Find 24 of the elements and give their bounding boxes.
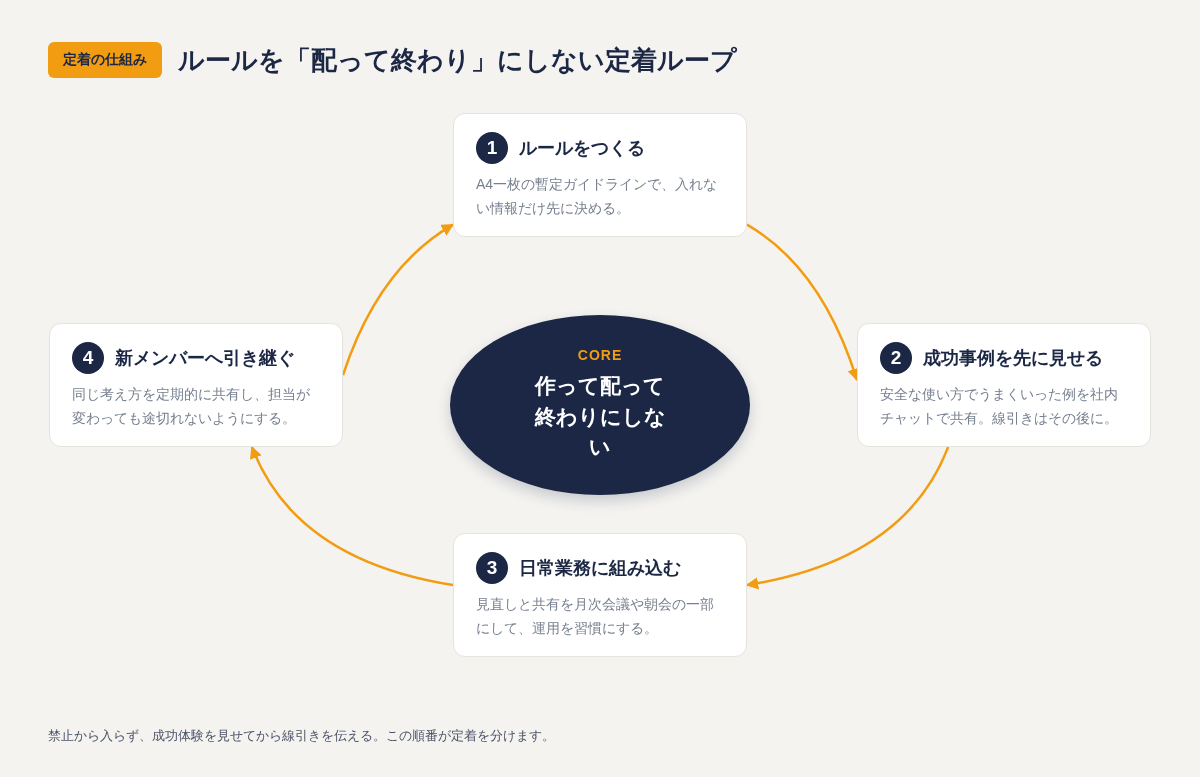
step-description: A4一枚の暫定ガイドラインで、入れない情報だけ先に決める。 (476, 175, 719, 218)
title: ルールを「配って終わり」にしない定着ループ (178, 43, 737, 77)
step-number: 1 (476, 132, 508, 164)
arrow (341, 223, 455, 376)
core-text: 作って配って終わりにしない (533, 373, 667, 461)
step-card (453, 533, 747, 657)
step-card (857, 323, 1151, 447)
step-description: 安全な使い方でうまくいった例を社内チャットで共有。線引きはその後に。 (880, 385, 1119, 428)
step-heading: 新メンバーへ引き継ぐ (115, 347, 295, 370)
step-heading: 成功事例を先に見せる (923, 347, 1103, 370)
core-tag: CORE (577, 347, 623, 364)
step-card (453, 113, 747, 237)
caption: 禁止から入らず、成功体験を見せてから線引きを伝える。この順番が定着を分けます。 (48, 727, 555, 745)
step-number: 3 (476, 552, 508, 584)
step-description: 同じ考え方を定期的に共有し、担当が変わっても途切れないようにする。 (72, 385, 311, 428)
step-number: 2 (880, 342, 912, 374)
arrow (250, 445, 454, 587)
step-description: 見直しと共有を月次会議や朝会の一部にして、運用を習慣にする。 (476, 595, 715, 638)
step-heading: 日常業務に組み込む (519, 557, 681, 580)
step-heading: ルールをつくる (519, 137, 645, 160)
step-card (49, 323, 343, 447)
section-tag: 定着の仕組み (48, 42, 162, 78)
arrow (745, 446, 950, 590)
step-number: 4 (72, 342, 104, 374)
